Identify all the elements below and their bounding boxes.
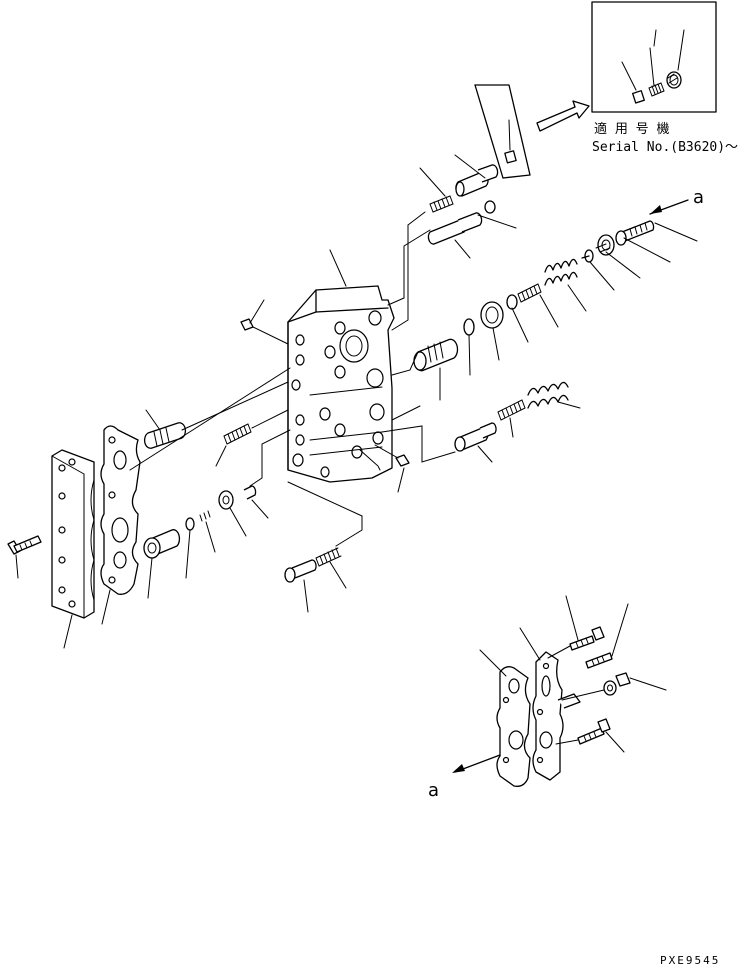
left-piston [143,529,181,599]
bottom-center-spool [284,547,347,613]
bolt-lower-right [555,718,625,753]
serial-inset-box: 適 用 号 機 Serial No.(B3620)〜 [591,1,738,155]
mid-left-chain [185,429,291,579]
drawing-code: PXE9545 [660,954,720,967]
bolt-top-right [547,595,605,659]
left-spring [215,409,289,467]
body-leader-lines [287,211,456,547]
rear-cover-body [519,627,581,781]
rear-cover-plate [479,649,531,787]
left-sleeve [143,381,289,449]
view-arrow-bottom [452,754,501,773]
upper-spool-group [419,154,517,259]
right-plunger-chain [413,220,698,401]
small-plug-lower [374,444,410,493]
nut-and-washer [561,672,667,701]
separator-plate-left [51,449,95,649]
inset-spring [648,82,665,97]
inset-label-jp: 適 用 号 機 [594,121,669,137]
bolt-upper-right [585,603,629,669]
inset-pointer-arrow [536,100,590,132]
small-plug-left [240,299,289,345]
inset-plug [666,71,682,89]
callout-box-upper [474,84,531,179]
view-marker-a-top: a [693,187,704,208]
left-mounting-bolt [7,535,42,579]
lower-spool-group [454,381,581,463]
view-arrow-top [649,199,689,215]
view-marker-a-bottom: a [428,780,439,801]
valve-body [287,285,395,483]
gasket-plate-left-inner [100,367,291,625]
inset-serial-number: Serial No.(B3620)〜 [592,140,738,155]
